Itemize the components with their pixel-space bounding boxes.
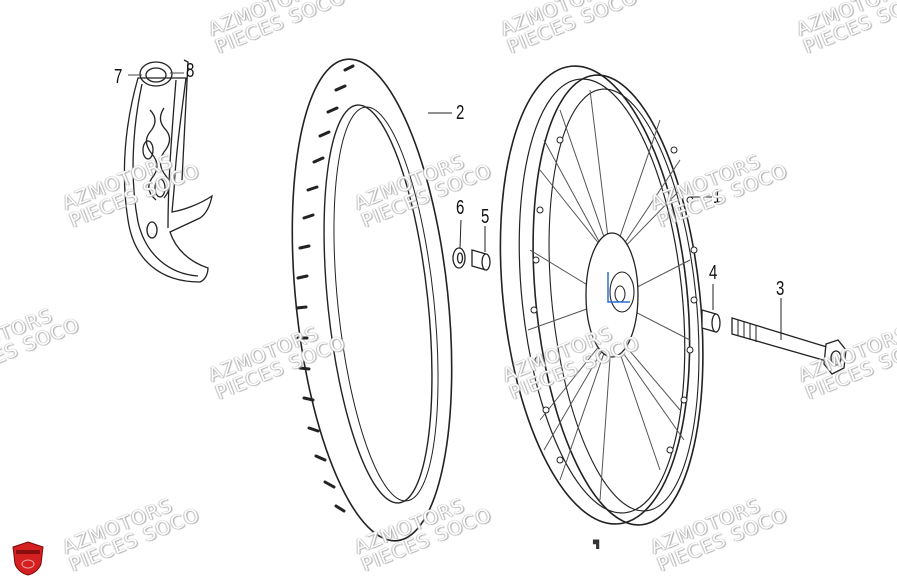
callout-7: 7 [114,66,123,88]
callout-8: 8 [186,60,195,82]
callout-2: 2 [456,102,465,124]
fender-drawing [123,59,213,283]
spacer-seal-drawing [452,219,491,271]
callout-3: 3 [776,278,785,300]
azmotors-shield-logo-icon [12,541,44,576]
bottom-mark: ▜ [593,540,600,549]
callout-1: 1 [713,186,722,208]
axle-drawing [701,284,847,375]
callout-4: 4 [709,262,718,284]
tire-drawing [291,58,453,542]
callout-6: 6 [456,197,465,219]
wheel-drawing [499,65,712,526]
callout-5: 5 [481,206,490,228]
